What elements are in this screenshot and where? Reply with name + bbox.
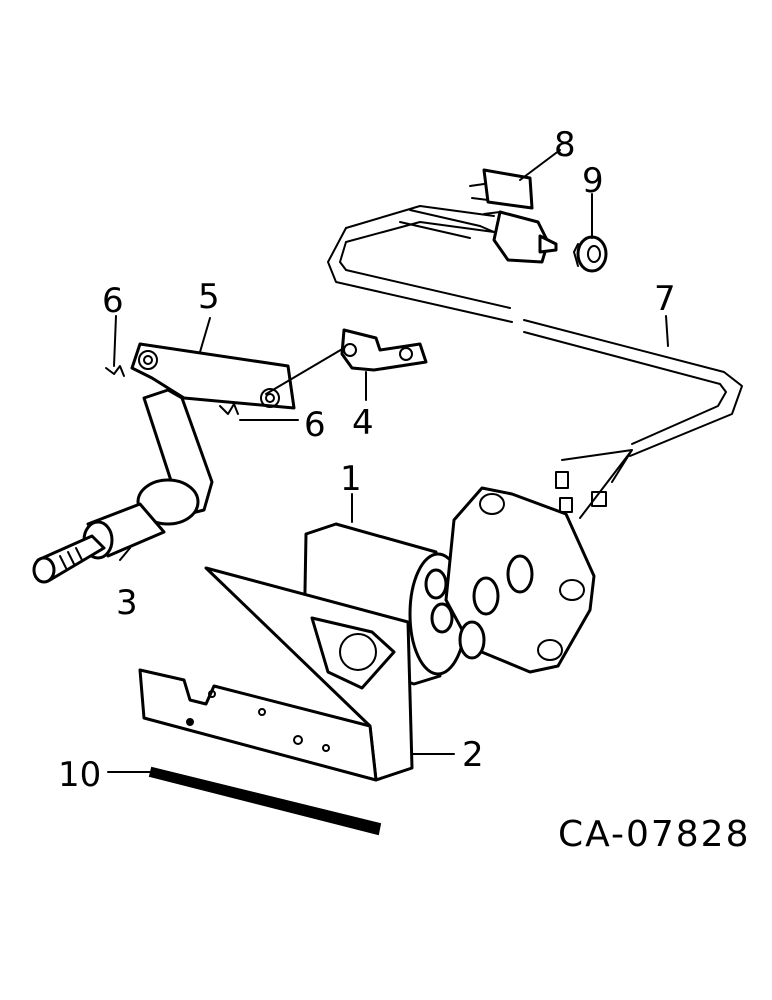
callout-7: 7 bbox=[654, 279, 676, 319]
callouts: 1 2 3 4 5 6 6 7 8 9 10 bbox=[58, 125, 676, 795]
callout-9: 9 bbox=[582, 161, 604, 201]
callout-6-lower: 6 bbox=[304, 405, 326, 445]
callout-4: 4 bbox=[352, 403, 374, 443]
wiring-harness-part-7 bbox=[327, 205, 743, 519]
callout-2: 2 bbox=[462, 735, 484, 775]
knob-part-9 bbox=[573, 235, 608, 273]
clip-part-6-lower bbox=[219, 403, 239, 415]
strip-part-10 bbox=[148, 766, 382, 836]
mounting-plate-part-2 bbox=[138, 566, 414, 782]
leader-lines bbox=[107, 149, 669, 773]
callout-3: 3 bbox=[116, 583, 138, 623]
clip-part-6-upper bbox=[105, 365, 125, 377]
bracket-plate-part-5 bbox=[130, 342, 296, 410]
callout-1: 1 bbox=[340, 459, 362, 499]
callout-8: 8 bbox=[554, 125, 576, 165]
figure-code: CA-07828 bbox=[558, 814, 750, 855]
switch-part-8 bbox=[469, 168, 558, 264]
shaft-arm-part-3 bbox=[32, 388, 214, 584]
callout-10: 10 bbox=[58, 755, 101, 795]
callout-6-upper: 6 bbox=[102, 281, 124, 321]
callout-5: 5 bbox=[198, 277, 220, 317]
mounting-bracket-part-4 bbox=[340, 328, 428, 372]
